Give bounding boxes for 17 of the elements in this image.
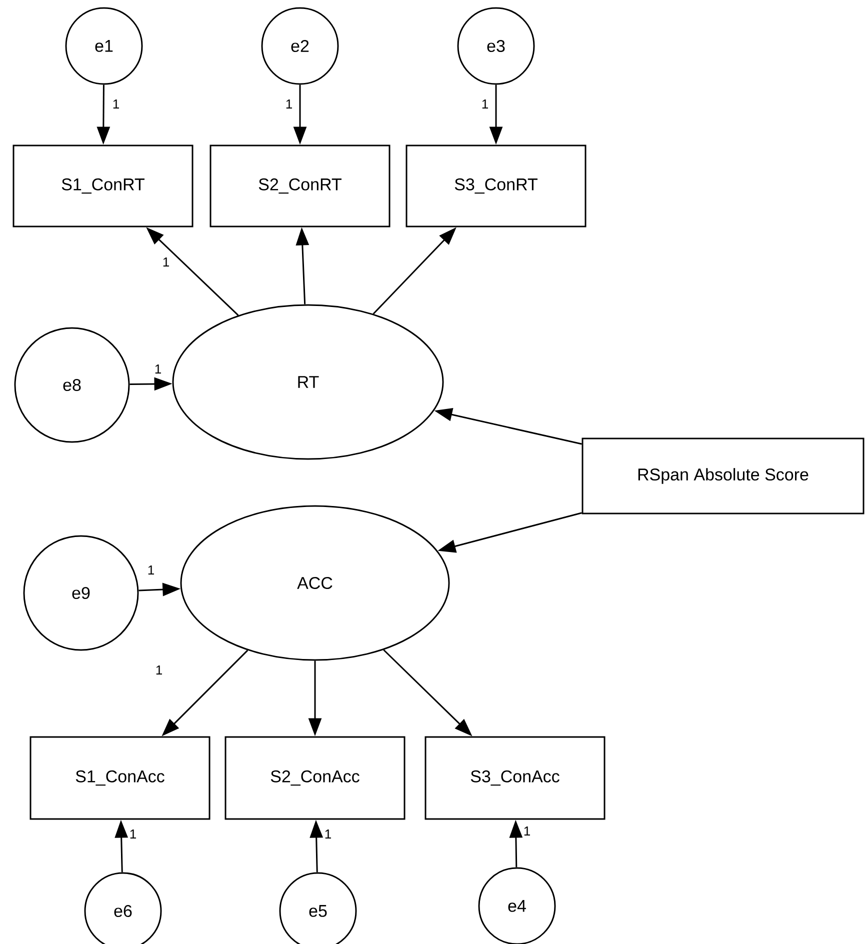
edge-label: 1 bbox=[154, 364, 162, 374]
observed-variable-box: S3_ConAcc bbox=[424, 736, 606, 820]
observed-variable-box: S2_ConAcc bbox=[224, 736, 406, 820]
edge-label: 1 bbox=[128, 829, 138, 839]
edge-label: 1 bbox=[324, 829, 332, 839]
edge-label: 1 bbox=[284, 99, 294, 109]
observed-variable-box: S2_ConRT bbox=[210, 144, 390, 228]
edge-label: 1 bbox=[162, 257, 170, 267]
edge-label: 1 bbox=[146, 565, 156, 575]
edge-label: 1 bbox=[154, 665, 164, 675]
edge-label: 1 bbox=[522, 826, 532, 836]
edge-label: 1 bbox=[480, 99, 490, 109]
observed-variable-box: S3_ConRT bbox=[406, 144, 586, 228]
observed-variable-box: RSpan Absolute Score bbox=[582, 438, 864, 514]
observed-variable-box: S1_ConRT bbox=[12, 144, 194, 228]
edge-label: 1 bbox=[112, 99, 120, 109]
observed-variable-box: S1_ConAcc bbox=[30, 736, 210, 820]
